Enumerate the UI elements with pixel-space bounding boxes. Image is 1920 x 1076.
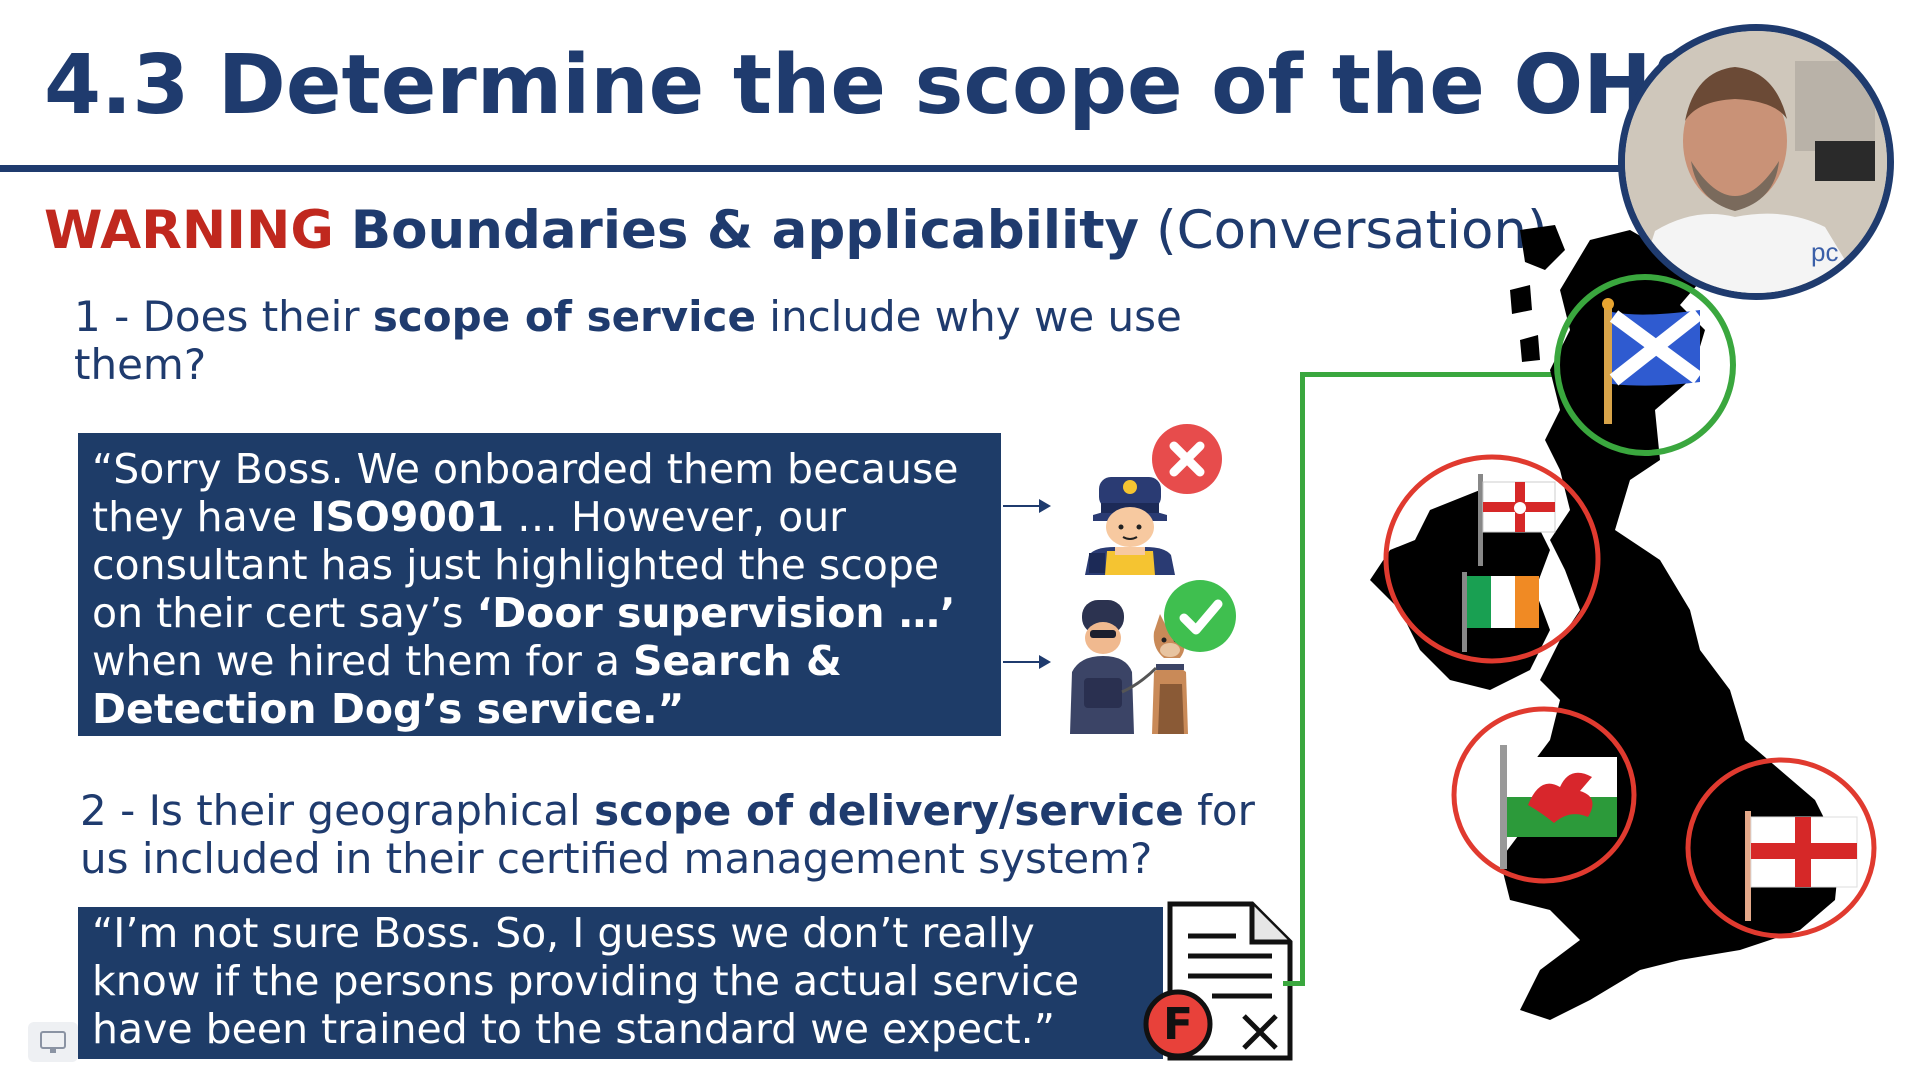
england-flag-icon bbox=[1685, 757, 1877, 939]
quote-1-bold: ISO9001 bbox=[310, 493, 504, 541]
ireland-northern-ireland-flags-icon bbox=[1383, 454, 1601, 664]
screen-share-icon[interactable] bbox=[28, 1022, 78, 1062]
connector-vertical bbox=[1300, 372, 1305, 986]
question-2: 2 - Is their geographical scope of deliv… bbox=[80, 787, 1280, 883]
title-divider bbox=[0, 165, 1640, 172]
quote-1-part: when we hired them for a bbox=[92, 637, 633, 685]
question-1-prefix: 1 - Does their bbox=[74, 292, 373, 341]
question-1: 1 - Does their scope of service include … bbox=[74, 293, 1234, 389]
green-check-icon bbox=[1164, 580, 1236, 652]
question-2-prefix: 2 - Is their geographical bbox=[80, 786, 595, 835]
section-heading: WARNING Boundaries & applicability (Conv… bbox=[44, 200, 1548, 261]
connector-horizontal-bottom bbox=[1283, 981, 1305, 986]
heading-text: Boundaries & applicability bbox=[350, 200, 1140, 261]
presenter-webcam: pc bbox=[1618, 24, 1894, 300]
connector-horizontal-top bbox=[1300, 372, 1562, 377]
failed-document-icon bbox=[1143, 901, 1293, 1061]
quote-1-part: … However, our consultant has just highl… bbox=[92, 493, 940, 637]
wales-flag-icon bbox=[1451, 706, 1637, 884]
document-fail-badge: F bbox=[1162, 999, 1194, 1050]
security-guard-icon bbox=[1085, 477, 1175, 575]
arrow-to-dog-handler bbox=[1003, 655, 1051, 669]
scotland-flag-icon bbox=[1554, 274, 1736, 456]
question-1-bold: scope of service bbox=[372, 292, 756, 341]
heading-note: (Conversation) bbox=[1155, 200, 1548, 261]
quote-box-1: “Sorry Boss. We onboarded them because t… bbox=[78, 433, 1001, 736]
quote-1-part: “Sorry Boss. We onboarded them because t… bbox=[92, 445, 959, 541]
dog-handler-icon bbox=[1070, 600, 1188, 734]
quote-box-2: “I’m not sure Boss. So, I guess we don’t… bbox=[78, 907, 1163, 1059]
question-2-suffix: for us included in their certified manag… bbox=[80, 786, 1255, 883]
warning-label: WARNING bbox=[44, 200, 334, 261]
presenter-avatar: pc bbox=[1625, 31, 1887, 293]
svg-text:pc: pc bbox=[1811, 237, 1838, 267]
question-2-bold: scope of delivery/service bbox=[594, 786, 1184, 835]
arrow-to-guard bbox=[1003, 499, 1051, 513]
question-1-suffix: include why we use them? bbox=[74, 292, 1182, 389]
slide-title: 4.3 Determine the scope of the OHSMS bbox=[44, 38, 1852, 133]
quote-1-bold: Search & Detection Dog’s service.” bbox=[92, 637, 842, 733]
quote-1-bold: ‘Door supervision …’ bbox=[476, 589, 956, 637]
red-cross-icon bbox=[1152, 424, 1222, 494]
monitor-icon bbox=[40, 1031, 66, 1053]
